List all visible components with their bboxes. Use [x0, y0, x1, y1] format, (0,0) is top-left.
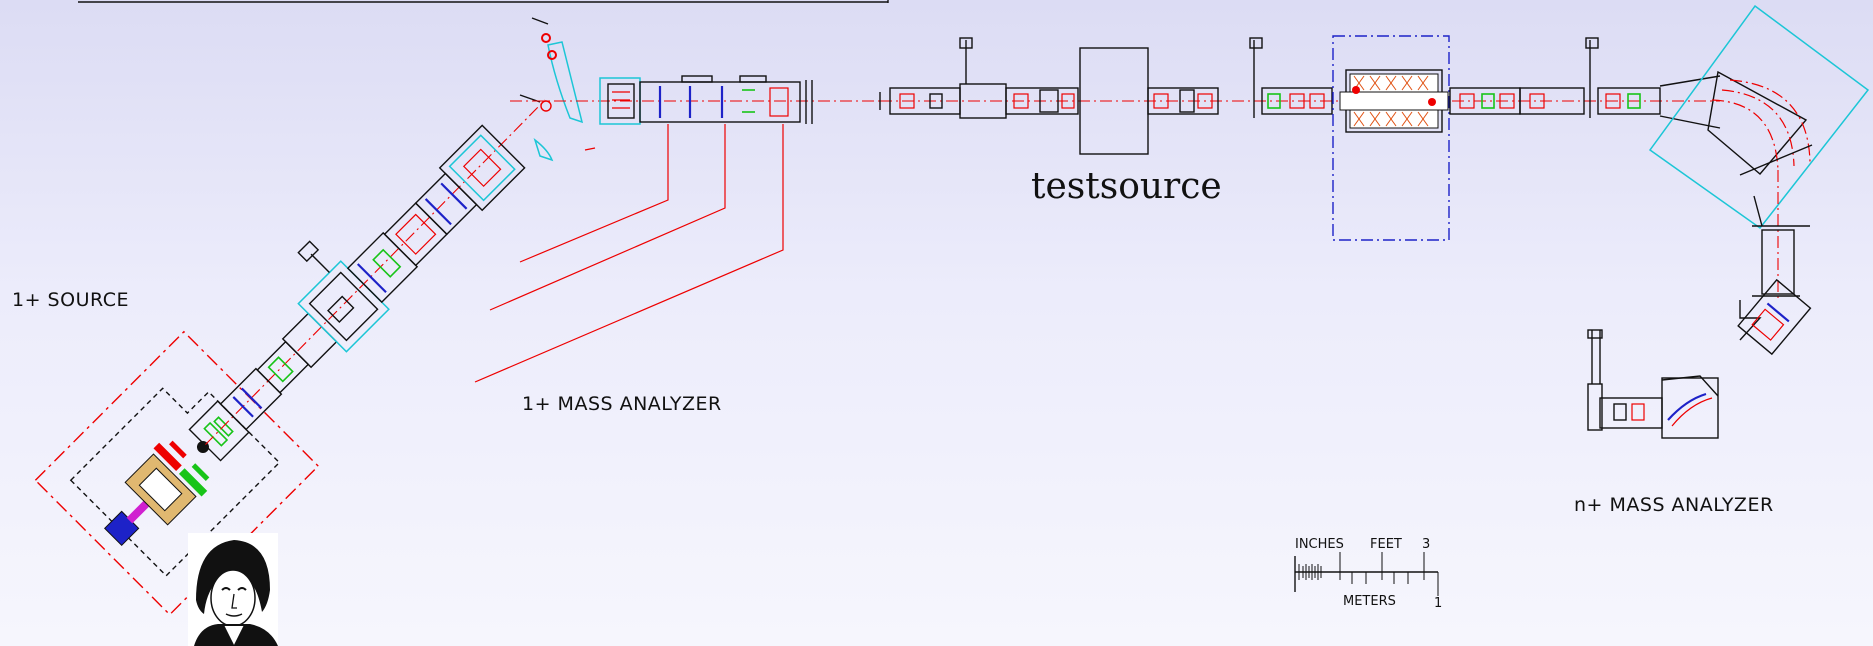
mass-analyzer-nplus: [1587, 4, 1870, 439]
scale-feet-label: FEET: [1370, 537, 1402, 552]
ebis-solenoid: [1332, 35, 1450, 241]
scale-meters-label: METERS: [1343, 594, 1396, 609]
testsource-chamber: [1079, 47, 1149, 155]
scale-inches-label: INCHES: [1295, 537, 1344, 552]
ion-source-1plus: [34, 330, 320, 616]
scale-feet-value: 3: [1422, 537, 1430, 552]
diagonal-beamline: [188, 99, 546, 462]
mass-analyzer-1plus: [474, 75, 880, 383]
goethe-portrait-logo: [188, 533, 278, 646]
main-beamline: [879, 35, 1721, 241]
scale-bar: INCHES FEET 3 METERS 1: [1294, 537, 1442, 611]
label-mass-analyzer-1plus: 1+ MASS ANALYZER: [522, 393, 722, 415]
scale-meters-value: 1: [1434, 596, 1442, 611]
label-mass-analyzer-nplus: n+ MASS ANALYZER: [1574, 494, 1774, 516]
header-frame: [78, 0, 889, 3]
switchyard-magnet: [519, 17, 596, 162]
label-source-1plus: 1+ SOURCE: [12, 289, 129, 311]
label-testsource: testsource: [1031, 166, 1222, 207]
